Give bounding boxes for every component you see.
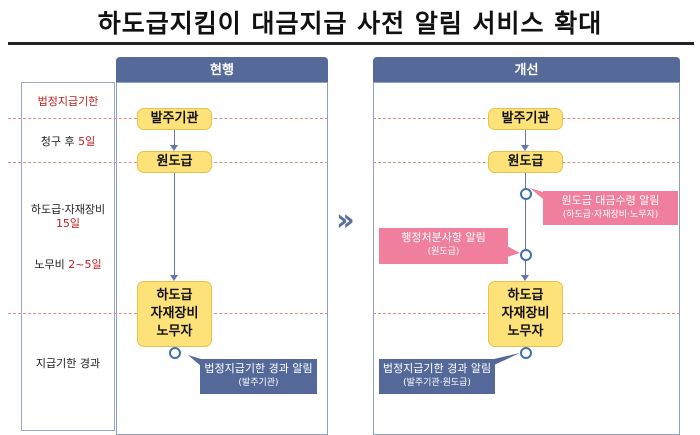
label-labor-days: 2~5일 bbox=[68, 258, 102, 271]
page-title: 하도급지킴이 대금지급 사전 알림 서비스 확대 bbox=[97, 9, 603, 38]
note-overdue-improved: 법정지급기한 경과 알림 (발주기관·원도급) bbox=[379, 359, 495, 394]
node-sub-line: 하도급 bbox=[156, 288, 193, 303]
arrow-down-icon bbox=[170, 275, 178, 281]
note-pointer bbox=[494, 353, 520, 365]
node-prime-contractor: 원도급 bbox=[137, 151, 212, 173]
label-after-claim-text: 청구 후 bbox=[40, 135, 75, 148]
node-sub-line: 자재장비 bbox=[501, 306, 550, 321]
note-pointer bbox=[530, 188, 543, 199]
note-main-text: 행정처분사항 알림 bbox=[401, 231, 486, 244]
note-sub-text: (발주기관) bbox=[238, 378, 279, 388]
flow-line bbox=[525, 130, 526, 146]
label-legal-deadline: 법정지급기한 bbox=[37, 95, 99, 108]
label-labor: 노무비 2~5일 bbox=[21, 258, 115, 272]
node-subcontractors: 하도급 자재장비 노무자 bbox=[137, 281, 212, 347]
alert-point-icon bbox=[520, 347, 532, 359]
note-main-text: 법정지급기한 경과 알림 bbox=[382, 362, 492, 375]
node-sub-line: 자재장비 bbox=[150, 306, 199, 321]
transition-chevron-icon: ›› bbox=[336, 203, 355, 238]
alert-point-icon bbox=[520, 249, 532, 261]
node-sub-line: 하도급 bbox=[507, 288, 544, 303]
flow-line bbox=[174, 130, 175, 146]
improved-panel-header: 개선 bbox=[373, 57, 680, 84]
label-deadline-passed: 지급기한 경과 bbox=[35, 357, 101, 370]
title-divider bbox=[8, 42, 694, 45]
label-labor-text: 노무비 bbox=[34, 258, 65, 271]
node-prime-contractor: 원도급 bbox=[488, 151, 563, 173]
label-after-claim: 청구 후 5일 bbox=[21, 135, 115, 149]
flow-line bbox=[174, 173, 175, 275]
node-sub-line: 노무자 bbox=[156, 324, 193, 339]
current-panel-header: 현행 bbox=[116, 57, 328, 84]
label-sub-materials: 하도급·자재장비 bbox=[30, 203, 106, 216]
label-after-claim-days: 5일 bbox=[78, 135, 96, 148]
timeline-label-column bbox=[21, 82, 115, 431]
note-pointer bbox=[188, 355, 201, 366]
arrow-down-icon bbox=[521, 145, 529, 151]
node-ordering-agency: 발주기관 bbox=[137, 108, 212, 130]
alert-point-icon bbox=[520, 188, 532, 200]
alert-point-icon bbox=[169, 347, 181, 359]
arrow-down-icon bbox=[521, 275, 529, 281]
node-ordering-agency: 발주기관 bbox=[488, 108, 563, 130]
note-sub-text: (원도급) bbox=[427, 247, 460, 257]
note-sub-text: (발주기관·원도급) bbox=[403, 378, 471, 388]
note-main-text: 원도급 대금수령 알림 bbox=[561, 194, 660, 207]
arrow-down-icon bbox=[170, 145, 178, 151]
note-admin-alert: 행정처분사항 알림 (원도급) bbox=[379, 228, 508, 264]
label-sub-materials-days: 15일 bbox=[55, 217, 81, 230]
node-sub-line: 노무자 bbox=[507, 324, 544, 339]
note-pointer bbox=[507, 246, 520, 257]
note-main-text: 법정지급기한 경과 알림 bbox=[204, 362, 313, 375]
note-receipt-alert: 원도급 대금수령 알림 (하도급·자재장비·노무자) bbox=[543, 191, 678, 225]
note-overdue-current: 법정지급기한 경과 알림 (발주기관) bbox=[200, 359, 317, 394]
node-subcontractors: 하도급 자재장비 노무자 bbox=[488, 281, 563, 347]
note-sub-text: (하도급·자재장비·노무자) bbox=[562, 210, 659, 220]
flow-line bbox=[525, 173, 526, 275]
